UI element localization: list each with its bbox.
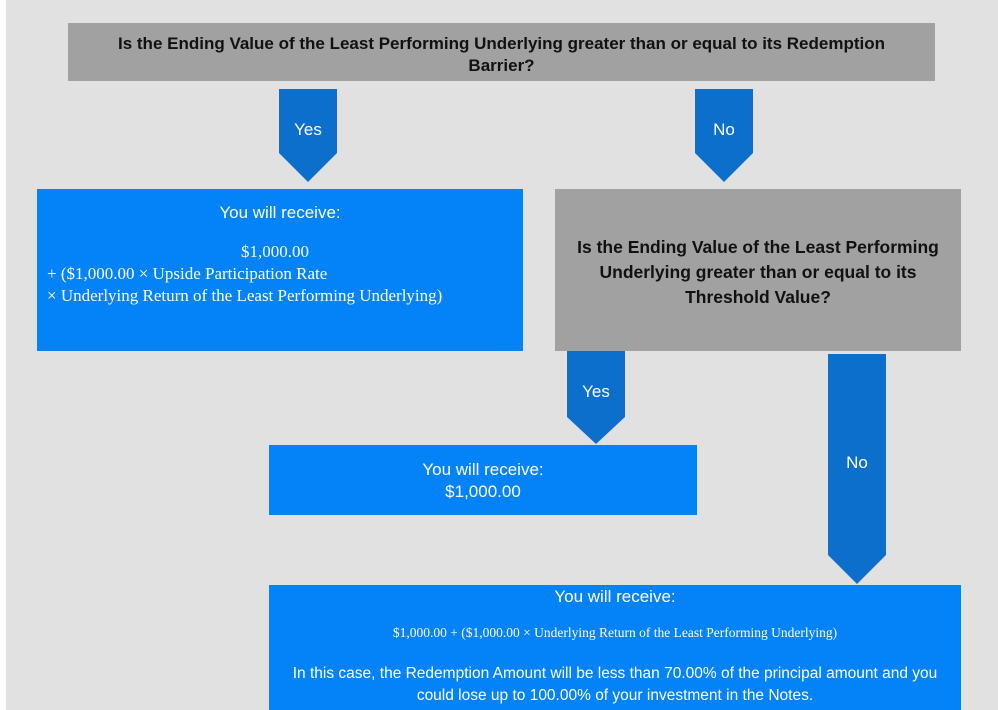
arrow-no-2: No: [827, 354, 887, 585]
arrow-yes-2: Yes: [566, 351, 626, 445]
arrow-down-icon: [279, 89, 337, 182]
question-threshold-value: Is the Ending Value of the Least Perform…: [555, 189, 961, 351]
arrow-yes-1: Yes: [278, 89, 338, 183]
result-upside-formula: $1,000.00 + ($1,000.00 × Upside Particip…: [37, 241, 523, 307]
arrow-no-1-label: No: [713, 120, 735, 139]
result-downside-note: In this case, the Redemption Amount will…: [292, 665, 938, 704]
result-downside-heading: You will receive:: [554, 587, 676, 606]
arrow-down-icon: [695, 89, 753, 182]
arrow-no-1: No: [694, 89, 754, 183]
result-principal-amount: $1,000.00: [445, 482, 521, 501]
result-upside-line-1: $1,000.00: [241, 242, 309, 261]
flowchart-canvas: Is the Ending Value of the Least Perform…: [6, 0, 998, 710]
result-upside-line-3: × Underlying Return of the Least Perform…: [47, 286, 443, 305]
question-redemption-barrier: Is the Ending Value of the Least Perform…: [68, 23, 935, 81]
arrow-yes-1-label: Yes: [294, 120, 322, 139]
result-downside-formula: $1,000.00 + ($1,000.00 × Underlying Retu…: [392, 625, 838, 640]
result-upside-heading: You will receive:: [219, 203, 341, 222]
arrow-down-icon: [567, 351, 625, 444]
arrow-down-icon: [828, 354, 886, 584]
result-principal-return: You will receive: $1,000.00: [269, 445, 697, 515]
arrow-no-2-label: No: [846, 453, 868, 472]
result-upside-payment: You will receive: $1,000.00 + ($1,000.00…: [37, 189, 523, 351]
question-redemption-barrier-text: Is the Ending Value of the Least Perform…: [118, 34, 885, 75]
result-downside-loss: You will receive: $1,000.00 + ($1,000.00…: [269, 585, 961, 710]
arrow-yes-2-label: Yes: [582, 382, 610, 401]
question-threshold-value-text: Is the Ending Value of the Least Perform…: [577, 237, 939, 307]
result-principal-heading: You will receive:: [422, 460, 544, 479]
result-upside-line-2: + ($1,000.00 × Upside Participation Rate: [47, 264, 328, 283]
